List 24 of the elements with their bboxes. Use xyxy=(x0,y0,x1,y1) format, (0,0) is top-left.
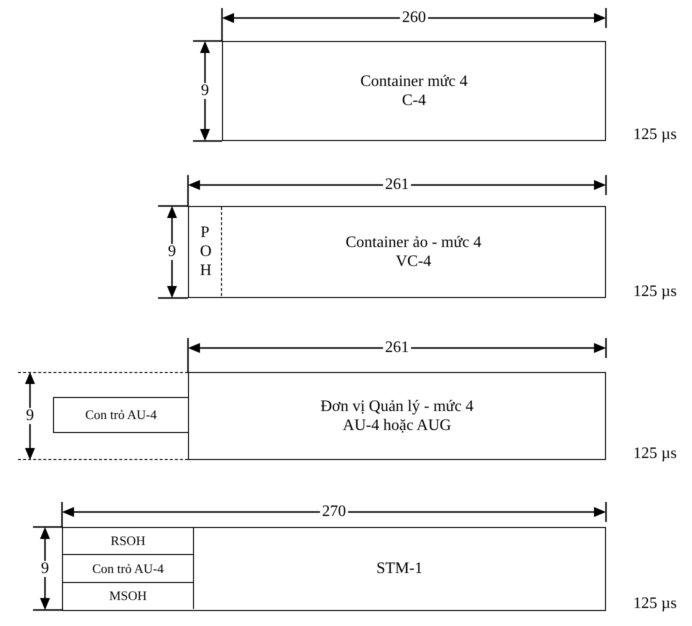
box-label: MSOH xyxy=(109,588,147,604)
dimension-label: 9 xyxy=(166,244,178,260)
pointer-box xyxy=(53,397,189,433)
dimension-label: 9 xyxy=(199,83,211,99)
box-label: VC-4 xyxy=(396,252,432,272)
box-label: AU-4 hoặc AUG xyxy=(342,416,452,436)
pointer-area xyxy=(18,372,188,460)
overhead-row xyxy=(63,528,194,555)
box-label: P O H xyxy=(200,222,210,280)
container-box xyxy=(188,206,606,298)
box-label: STM-1 xyxy=(376,559,423,579)
unit-box xyxy=(188,372,606,460)
dimension-label: 9 xyxy=(24,408,36,424)
box-label: Con trỏ AU-4 xyxy=(85,407,157,423)
pointer-row xyxy=(63,555,194,583)
box-label: Container mức 4 xyxy=(360,72,468,91)
box-label: Đơn vị Quản lý - mức 4 xyxy=(320,396,474,416)
container-box xyxy=(222,41,606,141)
dimension-label: 9 xyxy=(39,560,51,576)
box-label: RSOH xyxy=(110,533,146,549)
frame-box xyxy=(62,527,606,611)
box-label: Con trỏ AU-4 xyxy=(92,560,164,576)
box-label: Container ảo - mức 4 xyxy=(346,232,482,252)
box-label: C-4 xyxy=(402,91,426,110)
